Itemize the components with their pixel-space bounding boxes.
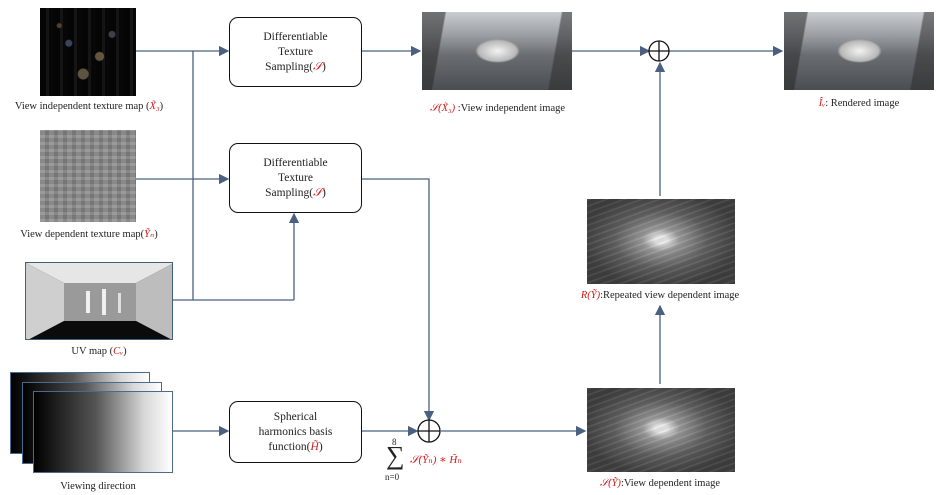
view-independent-texture-caption: View independent texture map (X̃₃) bbox=[14, 101, 164, 112]
summation-formula: 8 ∑ n=0 𝒮(Ỹₙ) ∗ H̃ₙ bbox=[384, 437, 494, 489]
view-dependent-texture-caption: View dependent texture map(Ỹₙ) bbox=[20, 229, 158, 240]
view-independent-texture-image bbox=[40, 8, 136, 96]
sum-upper-limit: 8 bbox=[392, 437, 397, 447]
view-independent-image-caption: 𝒮(X̃₃) :View independent image bbox=[429, 103, 566, 114]
plus-operator-bottom bbox=[417, 419, 441, 443]
sum-body: 𝒮(Ỹₙ) ∗ H̃ₙ bbox=[410, 454, 462, 466]
view-dependent-image bbox=[587, 388, 735, 472]
repeated-view-dependent-image-caption: R(Ỹ):Repeated view dependent image bbox=[580, 290, 740, 301]
sum-sign: ∑ bbox=[386, 441, 405, 470]
differentiable-texture-sampling-box-middle: Differentiable Texture Sampling(𝒮) bbox=[229, 143, 362, 213]
rendered-image bbox=[784, 12, 934, 90]
uv-map-caption: UV map (Cᵥ) bbox=[71, 346, 127, 357]
differentiable-texture-sampling-box-top: Differentiable Texture Sampling(𝒮) bbox=[229, 17, 362, 87]
spherical-harmonics-basis-box: Spherical harmonics basis function(H̃) bbox=[229, 401, 362, 463]
rendered-image-caption: Îᵥ: Rendered image bbox=[818, 98, 900, 109]
sum-lower-limit: n=0 bbox=[385, 472, 400, 482]
plus-operator-top bbox=[648, 40, 670, 62]
uv-map-image bbox=[25, 262, 173, 340]
view-dependent-image-caption: 𝒮(Ỹ):View dependent image bbox=[599, 478, 721, 489]
view-dependent-texture-image bbox=[40, 130, 136, 222]
repeated-view-dependent-image bbox=[587, 199, 735, 284]
viewing-direction-caption: Viewing direction bbox=[60, 481, 136, 492]
view-independent-image bbox=[422, 12, 572, 90]
